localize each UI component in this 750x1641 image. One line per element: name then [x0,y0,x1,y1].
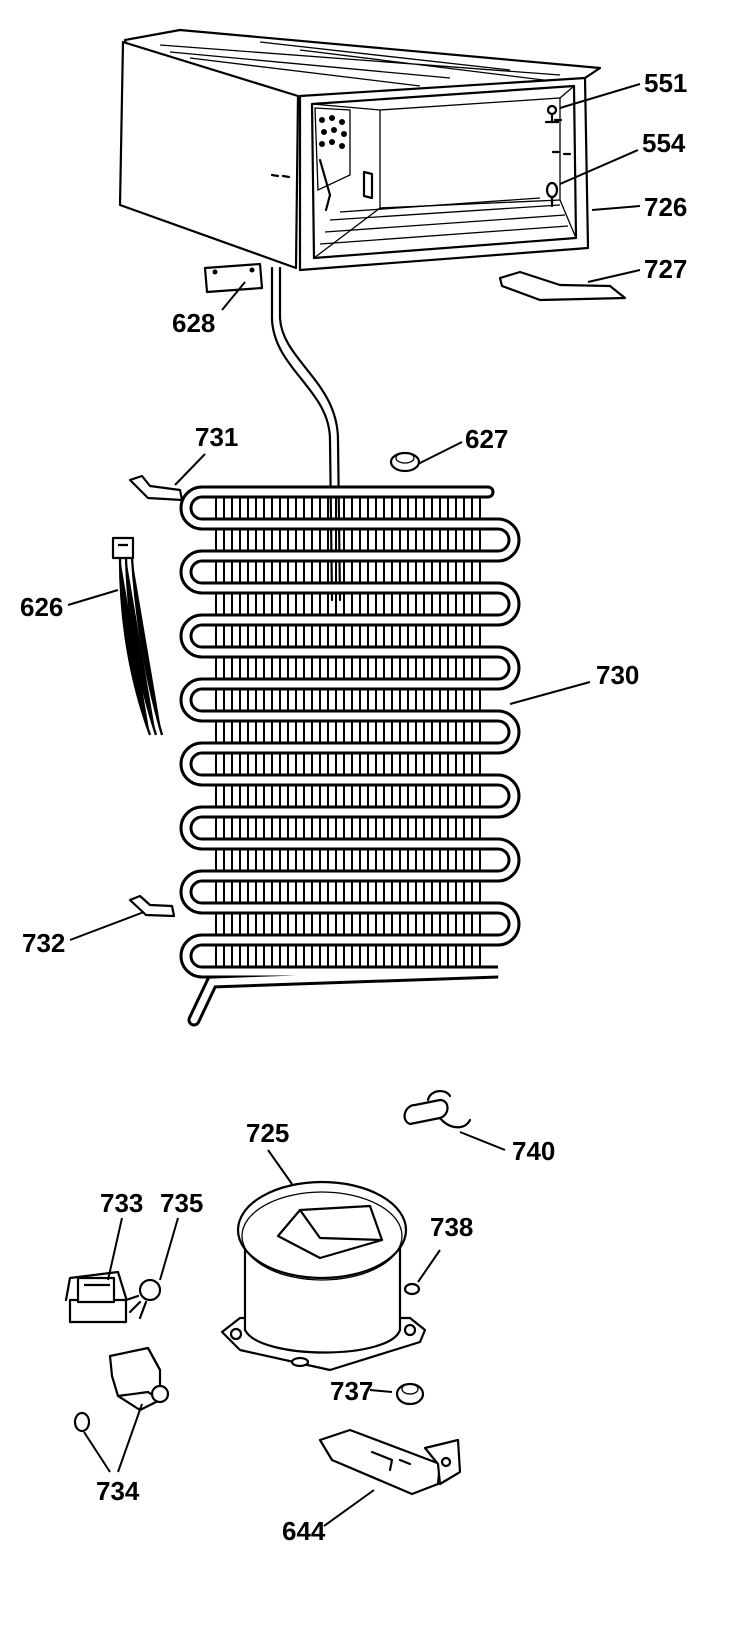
cover-734 [108,1346,170,1412]
bracket-628 [203,262,264,294]
grommet-737 [395,1382,425,1406]
callout-734: 734 [96,1476,140,1506]
callout-644: 644 [282,1516,326,1546]
callout-733: 733 [100,1188,143,1218]
callout-labels: 551 554 726 727 628 731 627 626 730 732 … [20,68,687,1546]
callout-731: 731 [195,422,238,452]
part-740 [403,1090,472,1129]
compartment-box [118,28,602,272]
callout-735: 735 [160,1188,203,1218]
grommet-627 [389,451,421,473]
screw-551 [544,104,560,124]
drain-tube [270,266,334,602]
callout-554: 554 [642,128,686,158]
callout-737: 737 [330,1376,373,1406]
compressor-725 [220,1180,427,1372]
plug-734 [73,1411,91,1433]
wire-harness-626 [111,536,164,736]
bracket-644 [318,1428,462,1496]
callout-732: 732 [22,928,65,958]
callout-628: 628 [172,308,215,338]
callout-727: 727 [644,254,687,284]
plug-554 [545,181,559,208]
connector-735 [124,1278,162,1320]
callout-730: 730 [596,660,639,690]
perforated-panel [314,107,351,192]
callout-551: 551 [644,68,687,98]
callout-726: 726 [644,192,687,222]
callout-627: 627 [465,424,508,454]
clip-731 [128,474,184,502]
relay-733 [64,1270,128,1324]
callout-740: 740 [512,1136,555,1166]
clip-732 [128,894,176,918]
coil-tube-inner [182,488,518,1024]
condenser-coil-730 [179,485,521,1027]
leader-lines [67,83,641,1527]
callout-626: 626 [20,592,63,622]
callout-738: 738 [430,1212,473,1242]
callout-725: 725 [246,1118,289,1148]
grommet-738 [403,1282,421,1296]
trim-piece-727 [498,270,627,302]
